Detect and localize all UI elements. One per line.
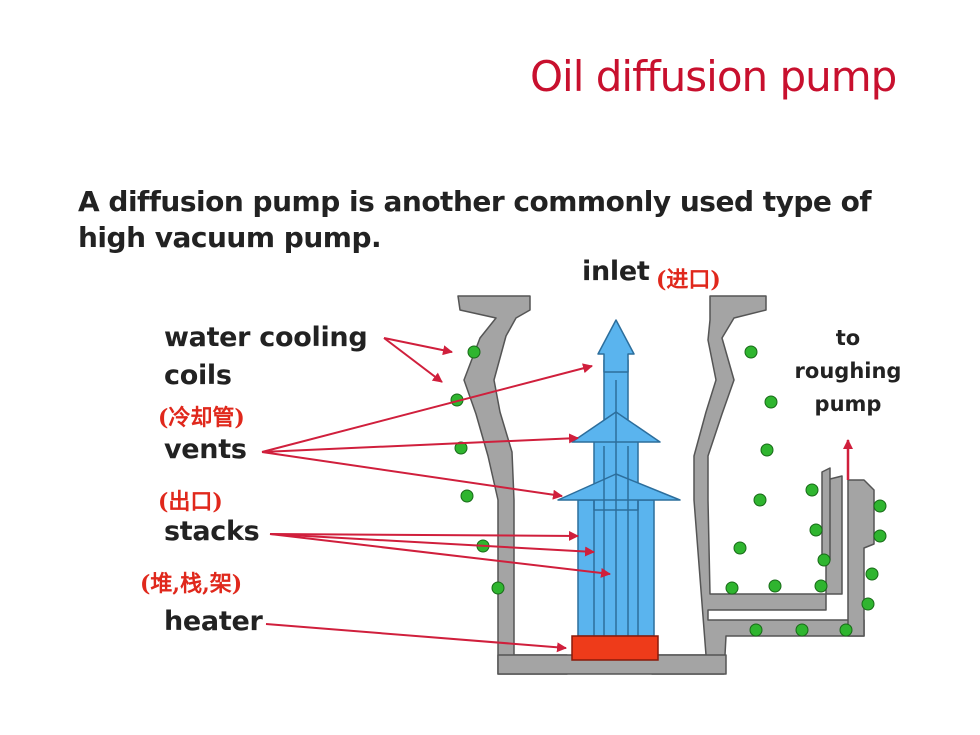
coils-label: coils xyxy=(164,360,232,391)
cooling-label: water cooling xyxy=(164,322,368,353)
vents-label-cn: (出口) xyxy=(158,489,223,515)
cooling-label-cn: (冷却管) xyxy=(158,405,245,431)
heater-block xyxy=(571,635,659,661)
fore-line-flange xyxy=(821,467,831,561)
inlet-label: inlet xyxy=(582,256,650,287)
fore-line-pipe-outer xyxy=(847,479,875,637)
stacks-label-cn: (堆,栈,架) xyxy=(140,571,243,597)
roughing-pump-label: to roughing pump xyxy=(786,322,910,421)
to-label: to xyxy=(835,326,861,350)
pump-body xyxy=(457,295,875,675)
top-nozzle xyxy=(597,319,635,373)
inlet-label-cn: (进口) xyxy=(656,267,721,293)
vents-label: vents xyxy=(164,434,247,465)
roughing-label: roughing xyxy=(794,359,902,383)
page-title: Oil diffusion pump xyxy=(530,52,897,101)
heater-label: heater xyxy=(164,606,263,637)
stacks-label: stacks xyxy=(164,516,260,547)
pump-right-wall xyxy=(651,295,865,675)
intro-text: A diffusion pump is another commonly use… xyxy=(78,185,872,254)
cooling-coils xyxy=(450,345,887,637)
pump-label: pump xyxy=(814,392,882,416)
jet-stack xyxy=(557,319,681,637)
leader-arrows xyxy=(261,337,611,653)
lower-vent xyxy=(557,473,681,501)
